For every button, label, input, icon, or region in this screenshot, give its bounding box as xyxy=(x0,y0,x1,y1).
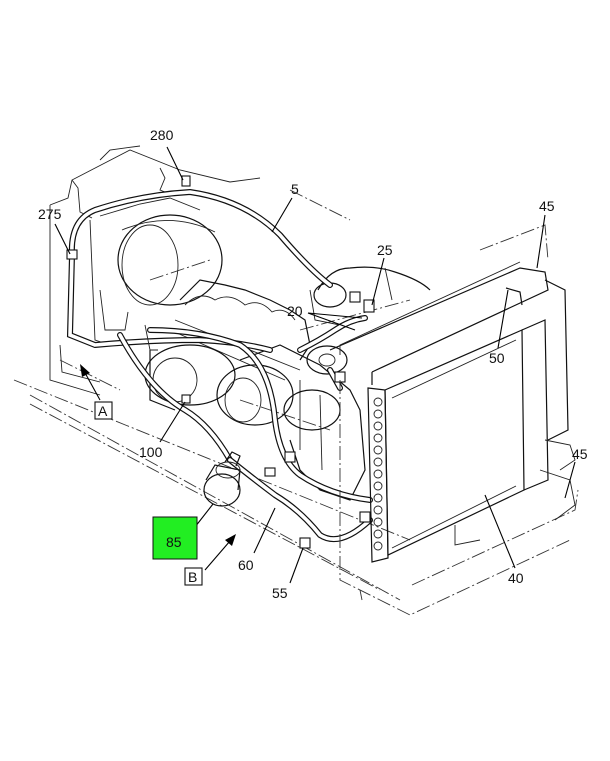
coil-circles xyxy=(373,397,383,551)
callout-5[interactable]: 5 xyxy=(291,181,299,197)
leader-lines xyxy=(54,146,576,584)
callout-20[interactable]: 20 xyxy=(287,303,303,319)
view-label-b[interactable]: B xyxy=(188,569,197,585)
ac-hoses xyxy=(66,175,375,549)
view-box-b xyxy=(184,567,203,586)
condenser-radiator xyxy=(329,224,579,616)
view-arrows xyxy=(80,364,236,571)
frame-lines xyxy=(13,189,411,601)
callout-280[interactable]: 280 xyxy=(150,127,174,143)
callout-275[interactable]: 275 xyxy=(38,206,62,222)
view-box-a xyxy=(94,401,113,420)
cab-outline xyxy=(49,145,261,396)
callout-55[interactable]: 55 xyxy=(272,585,288,601)
callout-45-right[interactable]: 45 xyxy=(572,446,588,462)
receiver-drier xyxy=(203,451,241,507)
callout-45-top[interactable]: 45 xyxy=(539,198,555,214)
callout-60[interactable]: 60 xyxy=(238,557,254,573)
callout-25[interactable]: 25 xyxy=(377,242,393,258)
view-label-a[interactable]: A xyxy=(98,403,108,419)
callout-40[interactable]: 40 xyxy=(508,570,524,586)
callout-85[interactable]: 85 xyxy=(166,534,182,550)
highlight-box-85 xyxy=(152,516,198,560)
callout-50[interactable]: 50 xyxy=(489,350,505,366)
callout-100[interactable]: 100 xyxy=(139,444,163,460)
